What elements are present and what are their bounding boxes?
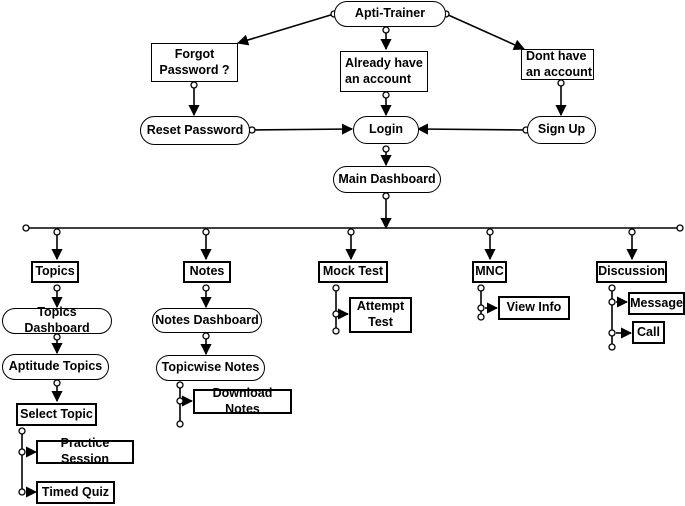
edge-apti-forgot [236,13,335,46]
node-topicwise-notes: Topicwise Notes [156,355,265,381]
port-dot [486,228,494,236]
port-dot [608,298,616,306]
node-mock-test: Mock Test [318,261,388,283]
port-dot [202,228,210,236]
port-dot [18,448,26,456]
port-dot [53,379,61,387]
port-dot [18,488,26,496]
port-dot [202,332,210,340]
port-dot [608,329,616,337]
node-message: Message [628,292,685,315]
node-download-notes: Download Notes [193,386,292,416]
port-dot [477,313,485,321]
port-dot [53,284,61,292]
node-apti-trainer: Apti-Trainer [334,1,446,27]
node-dont-have-account: Dont have an account [521,49,594,80]
port-dot [382,26,390,34]
port-dot [477,284,485,292]
port-dot [22,224,30,232]
node-forgot-password: Forgot Password ? [151,43,238,82]
node-topics: Topics [31,261,79,283]
edge-apti-dont [445,13,526,50]
port-dot [608,284,616,292]
port-dot [477,304,485,312]
node-select-topic: Select Topic [16,403,97,426]
edge-signup-login [416,123,527,135]
port-dot [332,310,340,318]
node-already-have-account: Already have an account [340,51,428,92]
node-view-info: View Info [498,296,570,320]
port-dot [557,79,565,87]
port-dot [382,192,390,200]
port-dot [176,397,184,405]
node-notes: Notes [183,261,231,283]
port-dot [332,327,340,335]
node-attempt-test: Attempt Test [349,297,412,333]
node-reset-password: Reset Password [140,116,250,145]
port-dot [382,145,390,153]
port-dot [608,343,616,351]
node-main-dashboard: Main Dashboard [333,166,441,193]
node-timed-quiz: Timed Quiz [36,481,115,504]
node-notes-dashboard: Notes Dashboard [152,308,262,333]
port-dot [628,228,636,236]
port-dot [53,228,61,236]
port-dot [176,381,184,389]
port-dot [332,284,340,292]
node-login: Login [353,116,419,144]
node-topics-dashboard: Topics Dashboard [2,305,112,335]
port-dot [176,420,184,428]
node-call: Call [632,321,665,344]
node-practice-session: Practice Session [36,436,134,466]
port-dot [53,333,61,341]
edge-reset-login [251,123,354,135]
node-discussion: Discussion [596,261,667,283]
node-mnc: MNC [472,261,507,283]
port-dot [382,91,390,99]
port-dot [676,224,684,232]
node-aptitude-topics: Aptitude Topics [2,354,109,380]
port-dot [347,228,355,236]
port-dot [202,284,210,292]
node-sign-up: Sign Up [527,116,596,144]
port-dot [190,81,198,89]
port-dot [18,427,26,435]
